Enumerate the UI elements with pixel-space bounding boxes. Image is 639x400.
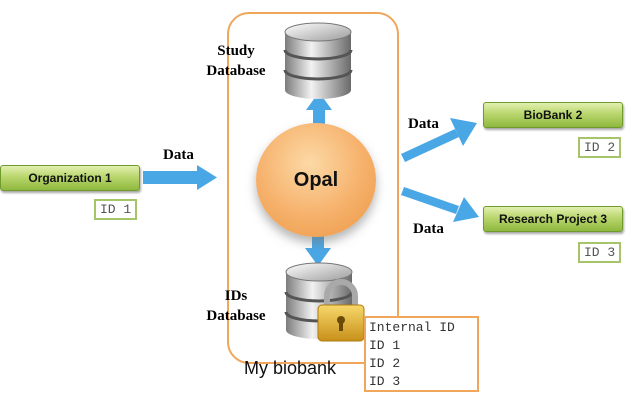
arrow-icon [143, 165, 217, 190]
study-database-label-line1: Study [217, 43, 255, 59]
organization-1-label: Organization 1 [28, 171, 112, 185]
ids-database-label: IDs Database [196, 286, 276, 326]
study-database-icon [283, 22, 353, 99]
biobank-2-label: BioBank 2 [523, 108, 583, 122]
research-project-3-id: ID 3 [578, 242, 622, 263]
organization-1-id: ID 1 [94, 199, 138, 220]
organization-1-box: Organization 1 [0, 165, 140, 191]
internal-id-row: ID 3 [369, 374, 401, 389]
arrow-icon [401, 118, 477, 162]
data-label-in: Data [163, 147, 194, 163]
study-database-label: Study Database [196, 41, 276, 81]
biobank-2-id: ID 2 [578, 137, 622, 158]
ids-database-label-line2: Database [206, 308, 266, 324]
research-project-3-box: Research Project 3 [483, 206, 623, 232]
data-label-research: Data [413, 221, 444, 237]
arrow-icon [401, 187, 479, 222]
opal-label: Opal [293, 168, 339, 191]
biobank-2-box: BioBank 2 [483, 102, 623, 128]
internal-id-table: Internal ID ID 1 ID 2 ID 3 [364, 316, 479, 392]
internal-id-row: ID 1 [369, 338, 401, 353]
study-database-label-line2: Database [206, 63, 266, 79]
padlock-icon [317, 279, 365, 342]
internal-id-header: Internal ID [369, 320, 455, 335]
research-project-3-label: Research Project 3 [498, 212, 608, 226]
my-biobank-label: My biobank [244, 358, 337, 378]
my-biobank-container [227, 12, 399, 364]
internal-id-row: ID 2 [369, 356, 401, 371]
ids-database-label-line1: IDs [224, 288, 248, 304]
opal-node: Opal [256, 123, 376, 237]
data-label-biobank: Data [408, 116, 439, 132]
